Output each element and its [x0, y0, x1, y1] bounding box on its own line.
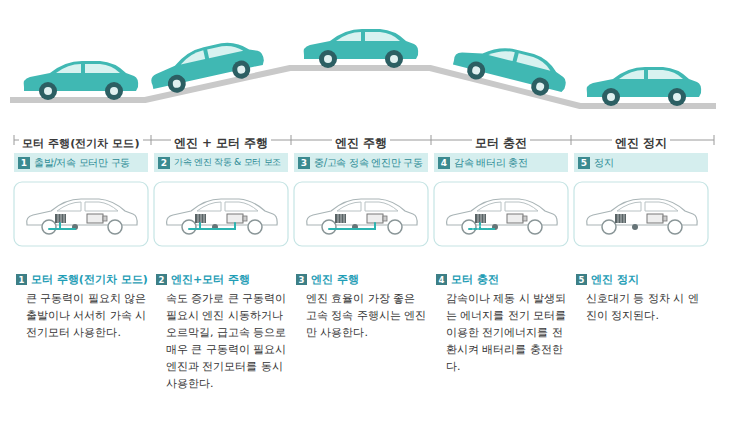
power-flow [49, 223, 495, 229]
car-outline [447, 199, 558, 234]
step-description: 속도 증가로 큰 구동력이 필요시 엔진 시동하거나 오르막길, 급고속 등으로… [166, 290, 288, 392]
step-number: 1 [18, 157, 30, 169]
section-header-box: 엔진 주행 [294, 132, 428, 152]
section-header: 엔진 + 모터 주행 [171, 136, 272, 150]
step-digit: 5 [581, 158, 587, 168]
step-digit: 2 [161, 158, 167, 168]
car [24, 61, 139, 100]
step-number: 5 [578, 157, 590, 169]
step-digit: 3 [301, 158, 307, 168]
mode-summary: 출발/저속 모터만 구동 [34, 156, 130, 170]
step-heading: 엔진+모터 주행 [171, 272, 250, 287]
step-digit: 4 [441, 158, 447, 168]
step-description: 신호대기 등 정차 시 엔진이 정지된다. [586, 290, 708, 324]
step-digit: 1 [19, 275, 25, 285]
car-outline [167, 199, 278, 234]
step-description: 감속이나 제동 시 발생되는 에너지를 전기 모터를 이용한 전기에너지를 전환… [446, 290, 568, 375]
mode-summary: 중/고속 정속 엔진만 구동 [314, 156, 423, 170]
car-outline [27, 199, 138, 234]
step-digit: 1 [21, 158, 27, 168]
section-header: 엔진 정지 [612, 136, 670, 150]
step-description: 큰 구동력이 필요치 않은 출발이나 서서히 가속 시 전기모터 사용한다. [26, 290, 148, 341]
step-heading: 엔진 주행 [311, 272, 359, 287]
step-digit: 4 [439, 275, 445, 285]
step-heading: 모터 충전 [451, 272, 499, 287]
mode-summary: 감속 배터리 충전 [454, 156, 528, 170]
step-number: 5 [576, 274, 587, 285]
section-header: 모터 주행(전기차 모드) [19, 137, 142, 150]
car [147, 35, 267, 98]
step-digit: 3 [299, 275, 305, 285]
step-heading: 엔진 정지 [591, 272, 639, 287]
mode-band: 2 가속 엔진 작동 & 모터 보조 [154, 153, 288, 172]
car [450, 35, 571, 101]
car-outline [587, 199, 698, 234]
step-heading: 모터 주행(전기차 모드) [31, 272, 148, 287]
step-number: 1 [16, 274, 27, 285]
mode-band: 1 출발/저속 모터만 구동 [14, 153, 148, 172]
section-header-box: 엔진 + 모터 주행 [154, 132, 288, 152]
mode-summary: 정지 [594, 156, 613, 170]
car [304, 29, 419, 68]
mode-band: 3 중/고속 정속 엔진만 구동 [294, 153, 428, 172]
section-header-box: 모터 충전 [434, 132, 568, 152]
step-number: 3 [298, 157, 310, 169]
mode-band: 4 감속 배터리 충전 [434, 153, 568, 172]
car [587, 67, 702, 106]
section-header: 엔진 주행 [332, 136, 390, 150]
step-number: 3 [296, 274, 307, 285]
step-number: 4 [436, 274, 447, 285]
step-description: 엔진 효율이 가장 좋은 고속 정속 주행시는 엔진만 사용한다. [306, 290, 428, 341]
mode-summary: 가속 엔진 작동 & 모터 보조 [174, 156, 281, 169]
illustration-box [14, 182, 708, 246]
car-outline [307, 199, 418, 234]
section-header-box: 모터 주행(전기차 모드) [14, 132, 148, 151]
step-number: 4 [438, 157, 450, 169]
step-digit: 2 [159, 275, 165, 285]
section-header-box: 엔진 정지 [574, 132, 708, 152]
step-number: 2 [158, 157, 170, 169]
mode-band: 5 정지 [574, 153, 708, 172]
step-number: 2 [156, 274, 167, 285]
step-digit: 5 [579, 275, 585, 285]
section-header: 모터 충전 [472, 136, 530, 150]
